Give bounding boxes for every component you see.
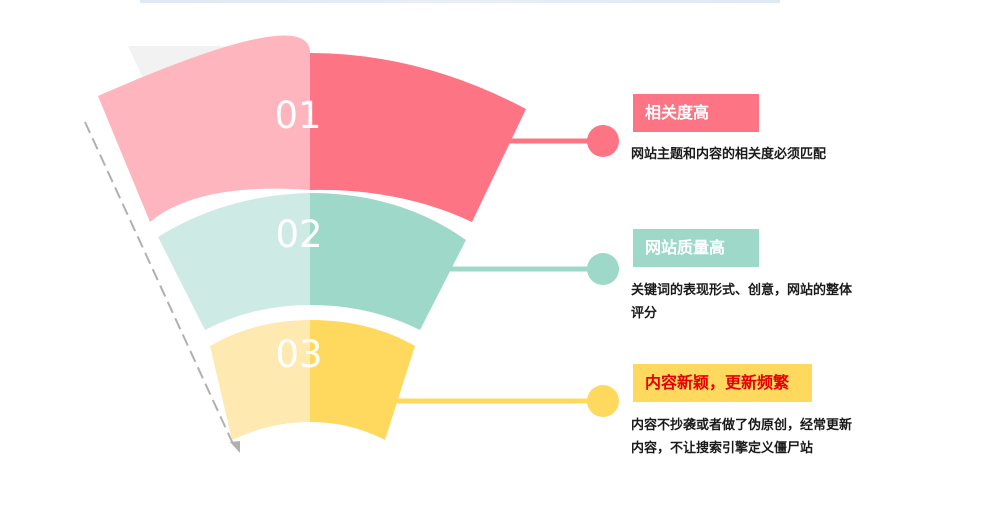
item-title-03: 内容新颖，更新频繁 xyxy=(633,364,812,402)
segment-02-left xyxy=(158,193,310,330)
segment-01-right xyxy=(310,53,526,222)
item-title-02: 网站质量高 xyxy=(633,229,759,267)
funnel-segment-03 xyxy=(210,320,619,440)
item-description-02-line-1: 关键词的表现形式、创意，网站的整体 xyxy=(631,283,853,298)
item-description-01-line-1: 网站主题和内容的相关度必须匹配 xyxy=(631,147,827,162)
item-title-01: 相关度高 xyxy=(633,94,759,132)
funnel-segment-02 xyxy=(158,193,619,330)
item-description-03-line-1: 内容不抄袭或者做了伪原创，经常更新 xyxy=(631,418,853,433)
item-description-03-line-2: 内容，不让搜索引擎定义僵尸站 xyxy=(631,441,814,456)
segment-number-03: 03 xyxy=(275,333,322,376)
segment-02-right xyxy=(310,193,466,330)
dashed-arrow-icon xyxy=(84,121,240,453)
item-description-02-line-2: 评分 xyxy=(631,306,658,321)
segment-03-left xyxy=(210,320,310,440)
segment-number-01: 01 xyxy=(274,94,321,137)
connector-dot-01 xyxy=(587,125,619,157)
item-description-03: 内容不抄袭或者做了伪原创，经常更新 内容，不让搜索引擎定义僵尸站 xyxy=(631,414,891,460)
item-description-01: 网站主题和内容的相关度必须匹配 xyxy=(631,143,891,166)
segment-number-02: 02 xyxy=(275,213,322,256)
funnel-segment-01 xyxy=(98,35,619,222)
item-description-02: 关键词的表现形式、创意，网站的整体 评分 xyxy=(631,279,891,325)
top-divider-line xyxy=(140,0,780,3)
connector-dot-02 xyxy=(587,253,619,285)
segment-01-left xyxy=(98,35,310,222)
connector-dot-03 xyxy=(587,385,619,417)
segment-03-right xyxy=(310,320,415,440)
